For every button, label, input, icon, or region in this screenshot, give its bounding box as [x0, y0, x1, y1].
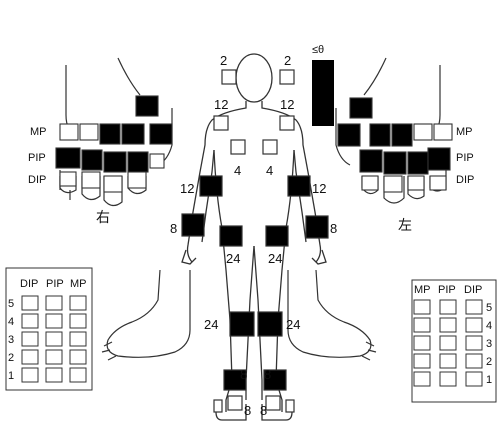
- toe-right-box: [227, 395, 243, 411]
- toe-left-small: [285, 399, 295, 413]
- right-small-hand: [181, 249, 197, 265]
- foot-left-row-4: 4: [8, 316, 15, 328]
- right-hand-label: 右: [96, 210, 110, 226]
- shoulder-left-box: [279, 115, 295, 131]
- ankle-left-count-top: 8: [264, 367, 272, 382]
- wrist-left-count: 8: [330, 221, 338, 236]
- toe-left-box: [265, 395, 281, 411]
- knee-left-count: 24: [286, 317, 301, 332]
- left-arm-outline: [261, 101, 322, 263]
- right-big-foot: [101, 269, 191, 361]
- elbow-right-box: [199, 175, 223, 197]
- head-outline: [235, 53, 273, 103]
- left-foot-outline: [261, 404, 293, 421]
- sc-right-box: [230, 139, 246, 155]
- right-arm-outline: [186, 101, 247, 263]
- foot-left-row-2: 2: [8, 352, 15, 364]
- elbow-left-box: [287, 175, 311, 197]
- hip-left-box: [265, 225, 289, 247]
- left-leg-outer: [275, 227, 287, 412]
- foot-left-row-1: 1: [8, 370, 15, 382]
- elbow-right-count: 12: [180, 181, 195, 196]
- elbow-left-count: 12: [312, 181, 327, 196]
- knee-left-box: [257, 311, 283, 337]
- foot-left-row-5: 5: [8, 298, 15, 310]
- foot-grid-right-boxes: [411, 279, 497, 403]
- wrist-right-count: 8: [170, 221, 178, 236]
- left-hand-label: 左: [398, 218, 412, 234]
- right-hand-dip-label: DIP: [28, 174, 47, 186]
- foot-left-header-pip: PIP: [46, 278, 64, 290]
- sc-right-count: 4: [234, 163, 242, 178]
- jaw-right-box: [221, 69, 237, 85]
- left-hand-pip-label: PIP: [456, 152, 474, 164]
- toe-left-count: 8: [260, 403, 268, 418]
- foot-right-row-5: 5: [486, 302, 493, 314]
- jaw-left-count: 2: [284, 53, 292, 68]
- foot-left-row-3: 3: [8, 334, 15, 346]
- jaw-right-count: 2: [220, 53, 228, 68]
- right-foot-outline: [215, 404, 247, 421]
- joint-boxes: [181, 69, 329, 413]
- toe-right-count: 8: [244, 403, 252, 418]
- left-small-hand: [311, 249, 327, 265]
- knee-right-box: [229, 311, 255, 337]
- right-hand-grid: [55, 95, 173, 193]
- foot-grid-left-boxes: [5, 267, 93, 391]
- shoulder-right-count: 12: [214, 97, 229, 112]
- sc-left-count: 4: [266, 163, 274, 178]
- left-leg-inner: [253, 245, 263, 400]
- toe-right-small: [213, 399, 223, 413]
- foot-right-row-2: 2: [486, 356, 493, 368]
- jaw-left-box: [279, 69, 295, 85]
- right-leg-outer: [221, 227, 233, 412]
- left-big-foot: [287, 269, 377, 361]
- foot-right-header-pip: PIP: [438, 284, 456, 296]
- left-hand-grid: [337, 97, 453, 193]
- hip-right-box: [219, 225, 243, 247]
- wrist-right-box: [181, 213, 205, 237]
- foot-right-row-1: 1: [486, 374, 493, 386]
- foot-right-header-dip: DIP: [464, 284, 483, 296]
- foot-right-row-3: 3: [486, 338, 493, 350]
- scale-bar: [312, 60, 334, 126]
- scale-label: ≤θ: [312, 44, 325, 56]
- foot-right-header-mp: MP: [414, 284, 431, 296]
- foot-left-header-dip: DIP: [20, 278, 39, 290]
- ankle-right-box: [223, 369, 247, 391]
- body-outline: [181, 53, 327, 421]
- hip-right-count: 24: [226, 251, 241, 266]
- knee-right-count: 24: [204, 317, 219, 332]
- ankle-left-box: [263, 369, 287, 391]
- foot-left-header-mp: MP: [70, 278, 87, 290]
- hip-left-count: 24: [268, 251, 283, 266]
- sc-left-box: [262, 139, 278, 155]
- right-hand-mp-label: MP: [30, 126, 47, 138]
- right-hand-pip-label: PIP: [28, 152, 46, 164]
- shoulder-left-count: 12: [280, 97, 295, 112]
- left-hand-dip-label: DIP: [456, 174, 475, 186]
- foot-right-row-4: 4: [486, 320, 493, 332]
- shoulder-right-box: [213, 115, 229, 131]
- wrist-left-box: [305, 215, 329, 239]
- ankle-right-count: 8: [240, 367, 248, 382]
- left-hand-mp-label: MP: [456, 126, 473, 138]
